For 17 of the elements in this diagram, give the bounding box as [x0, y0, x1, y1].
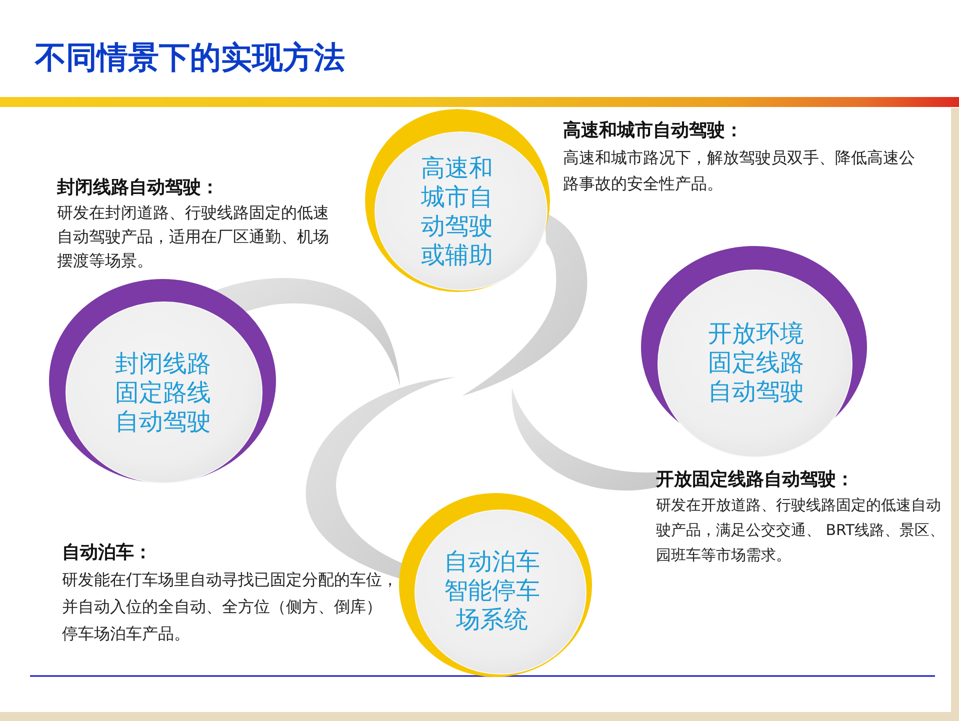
- circle-node: [364, 108, 551, 293]
- description-heading: 封闭线路自动驾驶：: [57, 177, 219, 199]
- description-text: 高速和城市路况下，解放驾驶员双手、降低高速公路事故的安全性产品。: [563, 147, 916, 195]
- circle-node: [48, 278, 277, 484]
- circle-node: [640, 245, 868, 458]
- description-text: 研发在开放道路、行驶线路固定的低速自动驶产品，满足公交交通、 BRT线路、景区、园班车等市场需求。: [656, 495, 946, 566]
- description-heading: 开放固定线路自动驾驶：: [656, 469, 854, 491]
- node-label: 封闭线路固定路线自动驾驶: [114, 350, 212, 436]
- node-label: 高速和城市自动驾驶或辅助: [420, 154, 494, 270]
- description-heading: 自动泊车：: [62, 542, 152, 564]
- node-label: 自动泊车智能停车场系统: [443, 548, 541, 634]
- description-text: 研发能在仃车场里自动寻找已固定分配的车位，并自动入位的全自动、全方位（侧方、倒库）停车场泊车产品。: [62, 569, 399, 645]
- page-title: 不同情景下的实现方法: [35, 39, 345, 78]
- node-label: 开放环境固定线路自动驾驶: [707, 320, 805, 406]
- description-text: 研发在封闭道路、行驶线路固定的低速自动驾驶产品，适用在厂区通勤、机场摆渡等场景。: [57, 202, 330, 272]
- description-heading: 高速和城市自动驾驶：: [563, 120, 743, 142]
- circle-node: [398, 492, 593, 678]
